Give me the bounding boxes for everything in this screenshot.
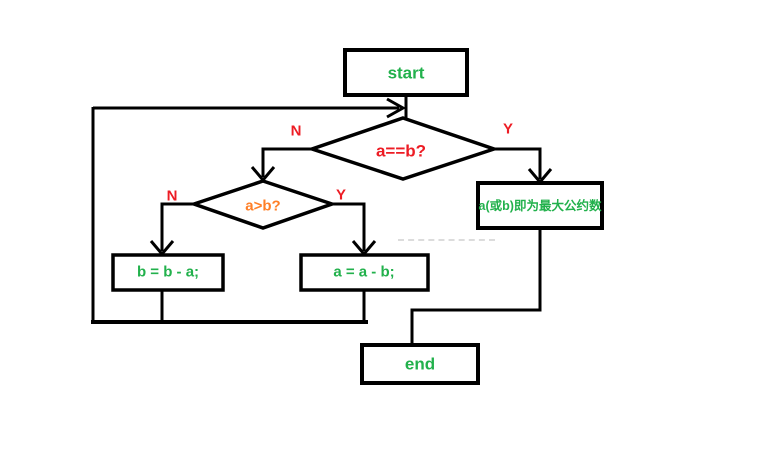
end-node-label: end — [404, 354, 436, 374]
edge-result-to-end — [410, 228, 542, 345]
result-node-label: a(或b)即为最大公约数 — [478, 198, 602, 213]
assign-a-node-label: a = a - b; — [333, 263, 395, 281]
cond-equal-label: a==b? — [375, 141, 427, 161]
edge-cond-equal-yes — [494, 147, 542, 179]
cond-equal-diamond — [306, 116, 500, 181]
faint-watermark-artifact — [398, 239, 495, 241]
start-node-box — [343, 48, 469, 97]
cond-equal-no-branch-label: N — [290, 122, 302, 140]
cond-greater-no-branch-label: N — [166, 187, 178, 205]
cond-greater-yes-branch-label: Y — [335, 186, 347, 204]
assign-a-node-box — [299, 253, 430, 292]
cond-greater-label: a>b? — [245, 197, 281, 215]
cond-equal-yes-branch-label: Y — [502, 120, 514, 138]
arrowhead-right-into-main-line — [386, 97, 407, 119]
edge-cond-equal-no — [261, 147, 312, 177]
result-node-box — [476, 181, 604, 230]
cond-greater-diamond — [188, 179, 338, 230]
edge-cond-greater-no — [160, 202, 194, 251]
end-node-box — [360, 343, 480, 385]
edge-cond-greater-yes — [332, 202, 366, 251]
assign-b-node-label: b = b - a; — [136, 263, 200, 281]
start-node-label: start — [387, 63, 425, 83]
assign-b-node-box — [111, 253, 225, 292]
